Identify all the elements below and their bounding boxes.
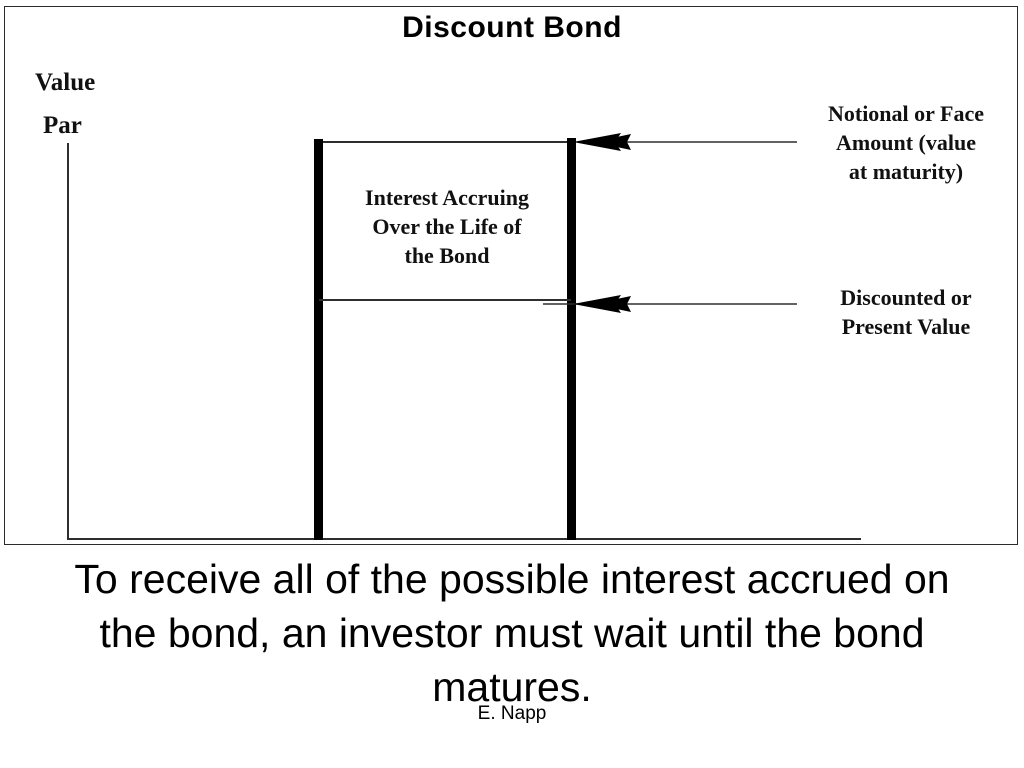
interest-accrual-line-3: the Bond [404,243,490,268]
present-value-line-2: Present Value [841,314,971,339]
interest-accrual-line-1: Interest Accruing [365,185,529,210]
present-value-line-1: Discounted or [840,285,972,310]
caption-line-1: To receive all of the possible interest … [74,556,950,602]
attribution-label: E. Napp [477,703,547,724]
present-value-divider-line [319,299,571,301]
caption-line-2: the bond, an investor must wait until th… [99,610,925,656]
present-value-callout-label: Discounted or Present Value [795,283,1017,341]
face-amount-line-2: Amount (value [836,130,976,155]
chart-frame: Discount Bond Value Par Interest Accruin… [4,6,1018,545]
chart-title: Discount Bond [402,11,622,44]
maturity-date-bar [567,138,576,540]
y-axis-line [67,143,69,540]
interest-accrual-label: Interest Accruing Over the Life of the B… [323,183,571,270]
y-axis-label-value: Value [35,69,96,96]
face-amount-callout-arrow [573,133,797,151]
slide-caption: To receive all of the possible interest … [0,552,1024,714]
issue-date-bar [314,139,323,540]
x-axis-line [67,538,861,540]
y-axis-tick-par: Par [43,112,82,139]
face-amount-line-3: at maturity) [848,159,964,184]
caption-line-3: matures. [432,664,592,710]
face-amount-callout-label: Notional or Face Amount (value at maturi… [787,99,1024,186]
face-amount-line-1: Notional or Face [827,101,984,126]
interest-accrual-line-2: Over the Life of [372,214,522,239]
par-level-connector-line [319,141,571,143]
present-value-callout-arrow [543,295,797,313]
